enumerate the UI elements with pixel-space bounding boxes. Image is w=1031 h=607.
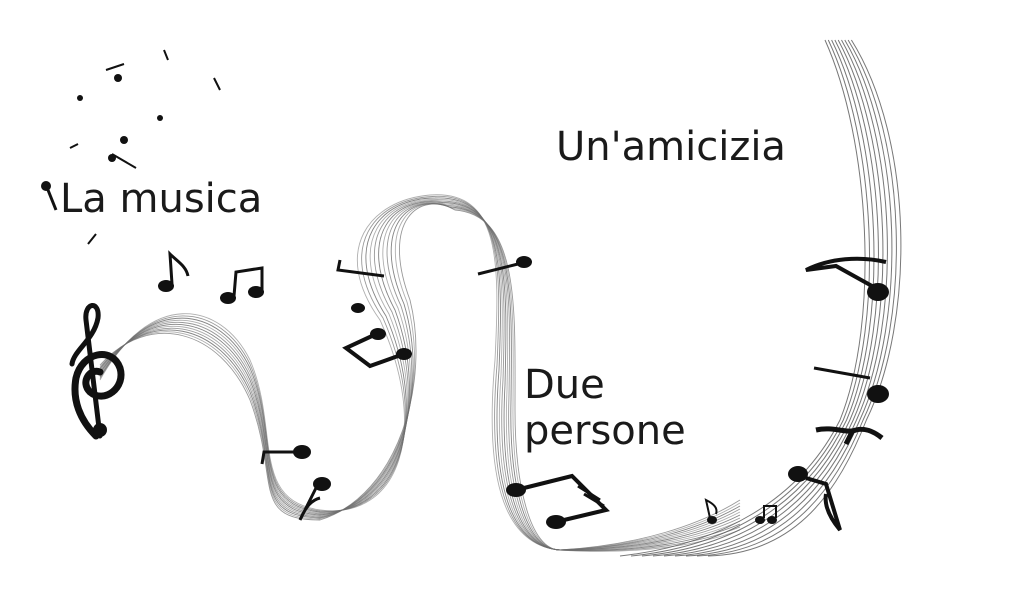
- staff-line: [685, 39, 893, 557]
- beamed-notes-icon: [220, 266, 264, 304]
- curved-staff-arc: [619, 39, 902, 557]
- caption-music: La musica: [60, 176, 263, 222]
- eighth-note-icon: [336, 259, 385, 313]
- beamed-notes-icon: [342, 328, 412, 369]
- staff-line: [99, 196, 741, 552]
- quarter-note-icon: [260, 445, 311, 465]
- quarter-note-icon: [477, 256, 532, 276]
- staff-line: [674, 39, 888, 557]
- caption-two-people: Due persone: [524, 362, 686, 454]
- staff-line: [99, 202, 741, 551]
- staff-line: [652, 39, 879, 557]
- staff-line: [99, 200, 741, 551]
- staff-line: [99, 203, 741, 551]
- staff-line: [99, 194, 741, 552]
- eighth-note-icon: [805, 256, 889, 301]
- quarter-note-icon: [813, 366, 889, 403]
- small-notes-icon: [41, 49, 221, 245]
- staff-line: [619, 39, 866, 557]
- eighth-note-icon: [704, 498, 718, 524]
- staff-line: [663, 39, 884, 557]
- staff-line: [630, 39, 870, 557]
- staff-line: [99, 201, 741, 551]
- eighth-note-icon: [298, 477, 331, 521]
- quarter-note-icon: [755, 505, 777, 524]
- eighth-note-icon: [158, 250, 190, 292]
- treble-clef-icon: [69, 303, 125, 440]
- staff-line: [99, 202, 741, 551]
- staff-line: [641, 39, 875, 557]
- staff-line: [99, 203, 741, 551]
- rest-icon: [815, 426, 884, 446]
- staff-line: [99, 199, 741, 551]
- eighth-note-icon: [788, 466, 842, 532]
- caption-two-people-line1: Due: [524, 362, 605, 408]
- wavy-staff-ribbon: [99, 194, 741, 552]
- caption-two-people-line2: persone: [524, 408, 686, 454]
- staff-line: [99, 197, 741, 551]
- staff-line: [99, 203, 741, 551]
- caption-friendship: Un'amicizia: [556, 124, 786, 170]
- beamed-notes-icon: [506, 473, 610, 529]
- notes-group: [41, 49, 889, 532]
